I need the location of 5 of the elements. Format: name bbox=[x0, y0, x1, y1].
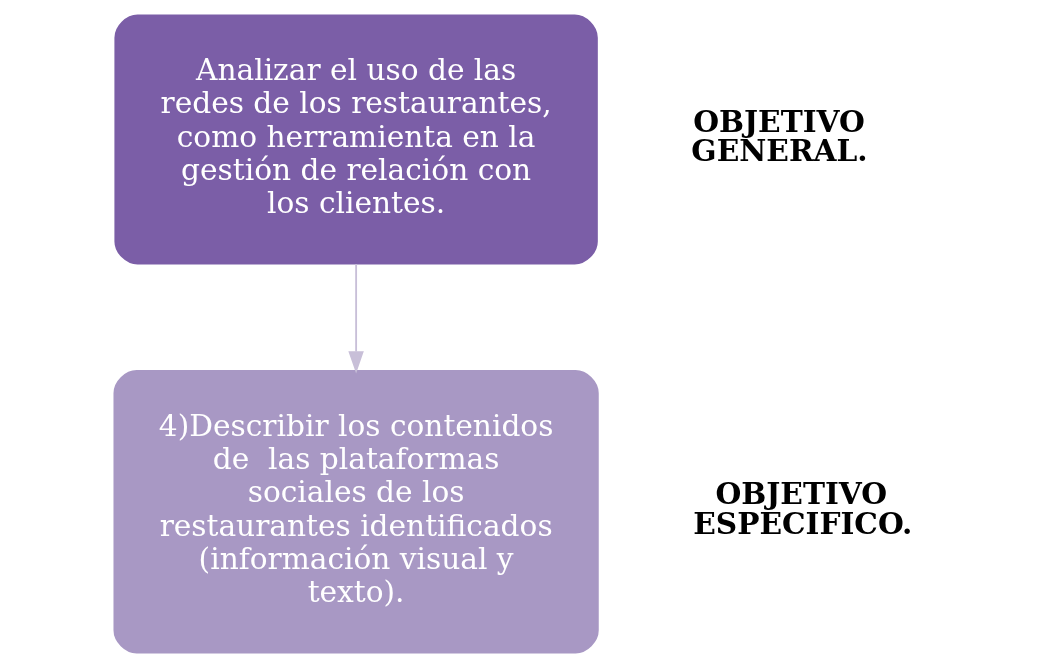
node-label: OBJETIVO GENERAL. bbox=[690, 103, 868, 169]
node-box: 4)Describir los contenidos de las plataformas sociales de los restaurantes identificados (información visual y texto). bbox=[113, 370, 599, 654]
node-label: OBJETIVO ESPECIFICO. bbox=[692, 476, 912, 541]
arrow bbox=[347, 263, 364, 374]
node-box: Analizar el uso de las redes de los restaurantes, como herramienta en la gestión de relación con los clientes. bbox=[113, 14, 598, 265]
